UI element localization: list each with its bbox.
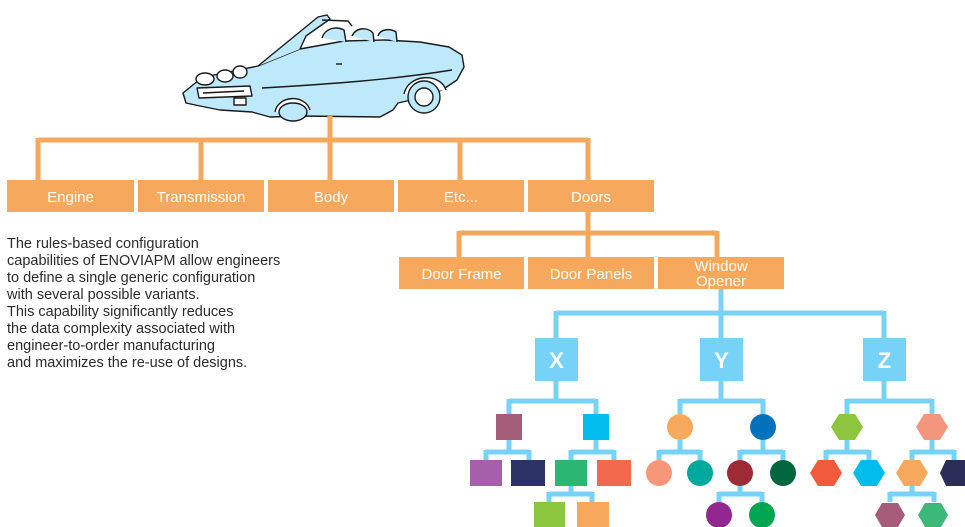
variant-y: Y <box>700 338 743 381</box>
component-body: Body <box>268 180 394 212</box>
convertible-car-icon <box>182 14 465 122</box>
y-option-node <box>750 414 776 440</box>
description-line: engineer-to-order manufacturing <box>7 338 215 354</box>
component-label: Transmission <box>157 189 246 206</box>
component-label: Door Frame <box>421 266 501 283</box>
component-doors: Doors <box>528 180 654 212</box>
y-option-node <box>646 460 672 486</box>
component-label: Doors <box>571 189 611 206</box>
component-label: Body <box>314 189 349 206</box>
z-option-node <box>853 460 885 486</box>
variant-z: Z <box>863 338 906 381</box>
component-door-panels: Door Panels <box>528 257 654 289</box>
description-line: capabilities of ENOVIAPM allow engineers <box>7 253 281 269</box>
component-window-opener: Window Opener <box>658 257 784 290</box>
component-transmission: Transmission <box>138 180 264 212</box>
variant-label: Y <box>714 348 729 373</box>
z-option-node <box>831 414 863 440</box>
description-line: The rules-based configuration <box>7 236 199 252</box>
door-components: Door Frame Door Panels Window Opener <box>399 257 784 290</box>
component-label: Door Panels <box>550 266 633 283</box>
y-option-node <box>727 460 753 486</box>
description-line: to define a single generic configuration <box>7 270 256 286</box>
component-etc: Etc... <box>398 180 524 212</box>
variant-x: X <box>535 338 578 381</box>
z-option-node <box>875 503 905 527</box>
y-option-node <box>687 460 713 486</box>
z-option-node <box>810 460 842 486</box>
y-option-node <box>667 414 693 440</box>
description-line: This capability significantly reduces <box>7 304 234 320</box>
x-option-node <box>597 460 631 486</box>
x-option-node <box>555 460 587 486</box>
description-text: The rules-based configuration capabiliti… <box>7 236 337 372</box>
z-option-node <box>896 460 928 486</box>
x-option-node <box>583 414 609 440</box>
y-option-node <box>770 460 796 486</box>
top-level-components: Engine Transmission Body Etc... Doors <box>7 180 654 212</box>
variant-label: X <box>549 348 564 373</box>
x-option-node <box>511 460 545 486</box>
component-door-frame: Door Frame <box>399 257 524 289</box>
y-option-node <box>706 502 732 527</box>
y-options <box>646 414 796 527</box>
component-label: Opener <box>696 273 746 290</box>
z-options <box>810 414 965 527</box>
z-option-node <box>940 460 965 486</box>
x-option-node <box>534 502 565 527</box>
z-option-node <box>918 503 948 527</box>
y-option-node <box>749 502 775 527</box>
component-label: Engine <box>47 189 94 206</box>
description-line: the data complexity associated with <box>7 321 236 337</box>
z-option-node <box>916 414 948 440</box>
x-options <box>470 414 631 527</box>
component-engine: Engine <box>7 180 134 212</box>
top-connectors <box>35 116 720 257</box>
description-line: with several possible variants. <box>7 287 200 303</box>
component-label: Window <box>694 258 748 275</box>
x-option-node <box>496 414 522 440</box>
variant-connectors <box>483 289 957 502</box>
x-option-node <box>577 502 609 527</box>
variant-label: Z <box>878 348 891 373</box>
component-label: Etc... <box>444 189 478 206</box>
description-line: and maximizes the re-use of designs. <box>7 355 248 371</box>
x-option-node <box>470 460 502 486</box>
